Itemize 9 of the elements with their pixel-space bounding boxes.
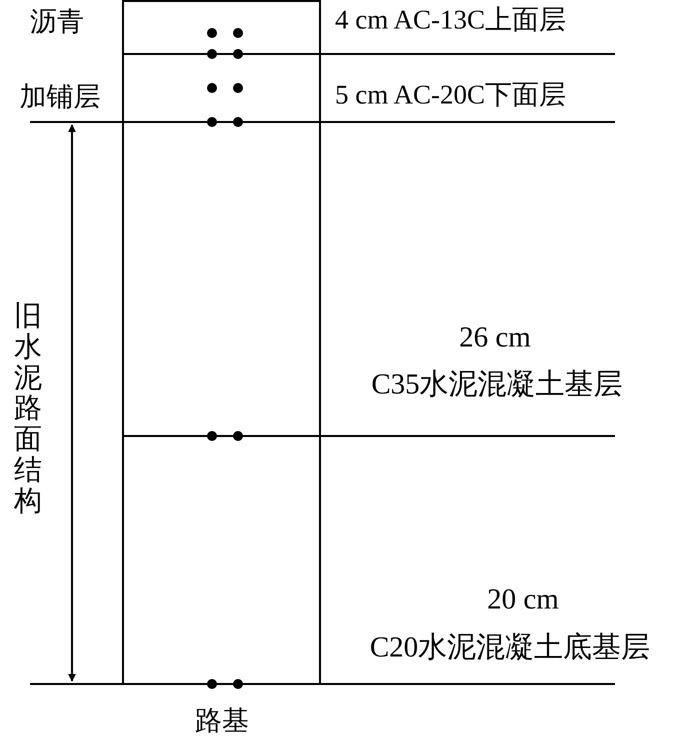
layer-label: 26 cm	[459, 324, 531, 352]
layer-label: C20水泥混凝土底基层	[370, 634, 650, 662]
layer-label: 20 cm	[487, 586, 559, 614]
layer-label: 路基	[195, 708, 249, 734]
layer-label: 沥青	[30, 8, 84, 36]
layer-label: 5 cm AC-20C下面层	[335, 82, 566, 108]
layer-label: 加铺层	[20, 84, 100, 110]
layer-label: 4 cm AC-13C上面层	[335, 6, 566, 34]
layer-label: C35水泥混凝土基层	[371, 370, 623, 400]
